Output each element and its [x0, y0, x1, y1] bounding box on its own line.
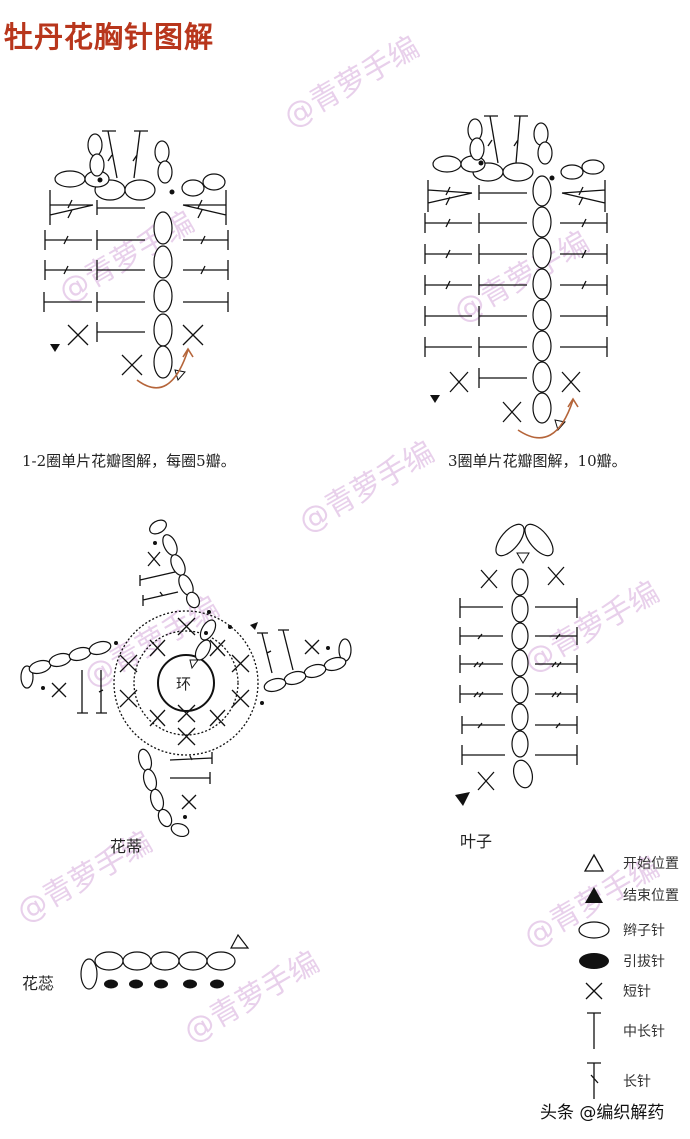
leaf-stitches: [455, 566, 578, 806]
legend-item: 开始位置: [575, 848, 679, 878]
petal-1-2-caption: 1-2圈单片花瓣图解，每圈5瓣。: [22, 452, 236, 470]
t-slash-stitch-icon: [575, 1062, 613, 1099]
filled-triangle-icon: [575, 880, 613, 910]
calyx-rings: [113, 610, 259, 756]
footer-credit: 头条 @编织解药: [540, 1103, 665, 1123]
filled-oval-icon: [575, 946, 613, 976]
petal-3-chain: [432, 118, 605, 424]
page-title: 牡丹花胸针图解: [4, 20, 215, 54]
petal-3-caption: 3圈单片花瓣图解，10瓣。: [448, 452, 627, 470]
x-mark-icon: [575, 976, 613, 1006]
legend-item: 中长针: [575, 1012, 665, 1049]
t-stitch-icon: [575, 1012, 613, 1049]
calyx-bottom-arm: [137, 748, 213, 838]
calyx-top-arm: [139, 519, 201, 609]
legend-item: 长针: [575, 1062, 651, 1099]
open-oval-icon: [575, 915, 613, 945]
calyx-stitches: [119, 610, 258, 746]
petal-3-stitches: [424, 115, 608, 439]
calyx-label: 花蒂: [110, 837, 143, 856]
legend-item: 结束位置: [575, 880, 679, 910]
leaf-chain: [495, 523, 554, 789]
open-triangle-icon: [575, 848, 613, 878]
calyx-right-arm: [257, 629, 352, 705]
petal-1-2-stitches: [43, 130, 229, 389]
legend-item: 短针: [575, 976, 651, 1006]
petal-1-2-chain: [54, 133, 226, 379]
legend-item: 辫子针: [575, 915, 665, 945]
pistil-label: 花蕊: [22, 974, 55, 993]
legend-item: 引拔针: [575, 946, 665, 976]
leaf-label: 叶子: [460, 832, 493, 851]
calyx-left-arm: [20, 640, 118, 714]
calyx-ring-label: 环: [176, 675, 192, 693]
